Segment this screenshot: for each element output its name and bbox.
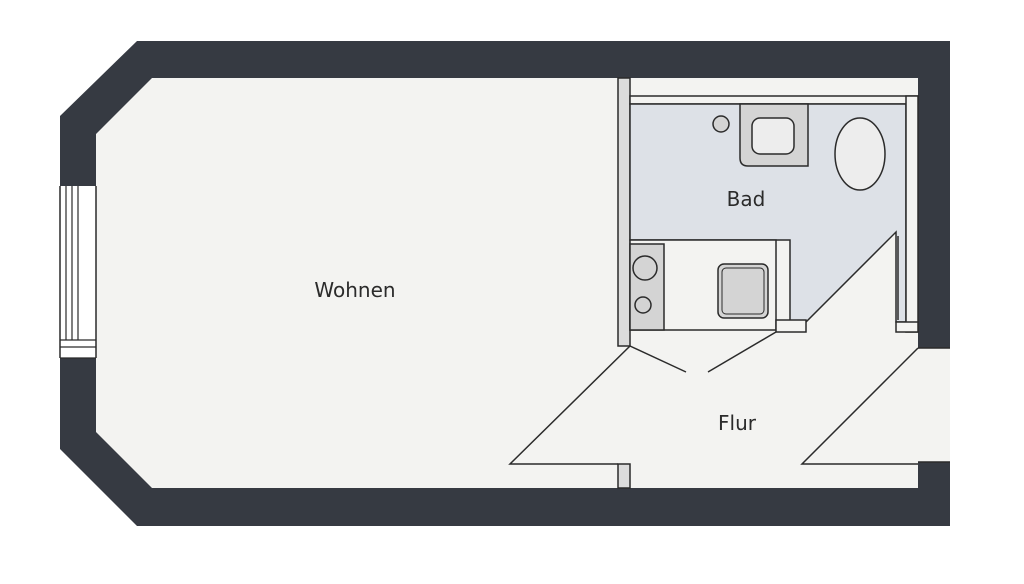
toilet-icon	[834, 117, 886, 191]
door-swing-icon	[508, 236, 919, 465]
bathroom-right-wall	[905, 95, 919, 333]
window-icon	[59, 186, 97, 359]
stove-icon	[629, 243, 665, 331]
kitchen-sink-icon	[717, 263, 769, 319]
room-label-bad: Bad	[727, 187, 766, 211]
right-door-opening	[918, 348, 950, 462]
sink-icon	[712, 103, 809, 167]
room-label-wohnen: Wohnen	[314, 278, 395, 302]
partition-wall-top	[617, 77, 631, 347]
bathroom-top-wall	[629, 95, 919, 105]
partition-wall-bottom	[617, 463, 631, 489]
room-label-flur: Flur	[718, 411, 757, 435]
